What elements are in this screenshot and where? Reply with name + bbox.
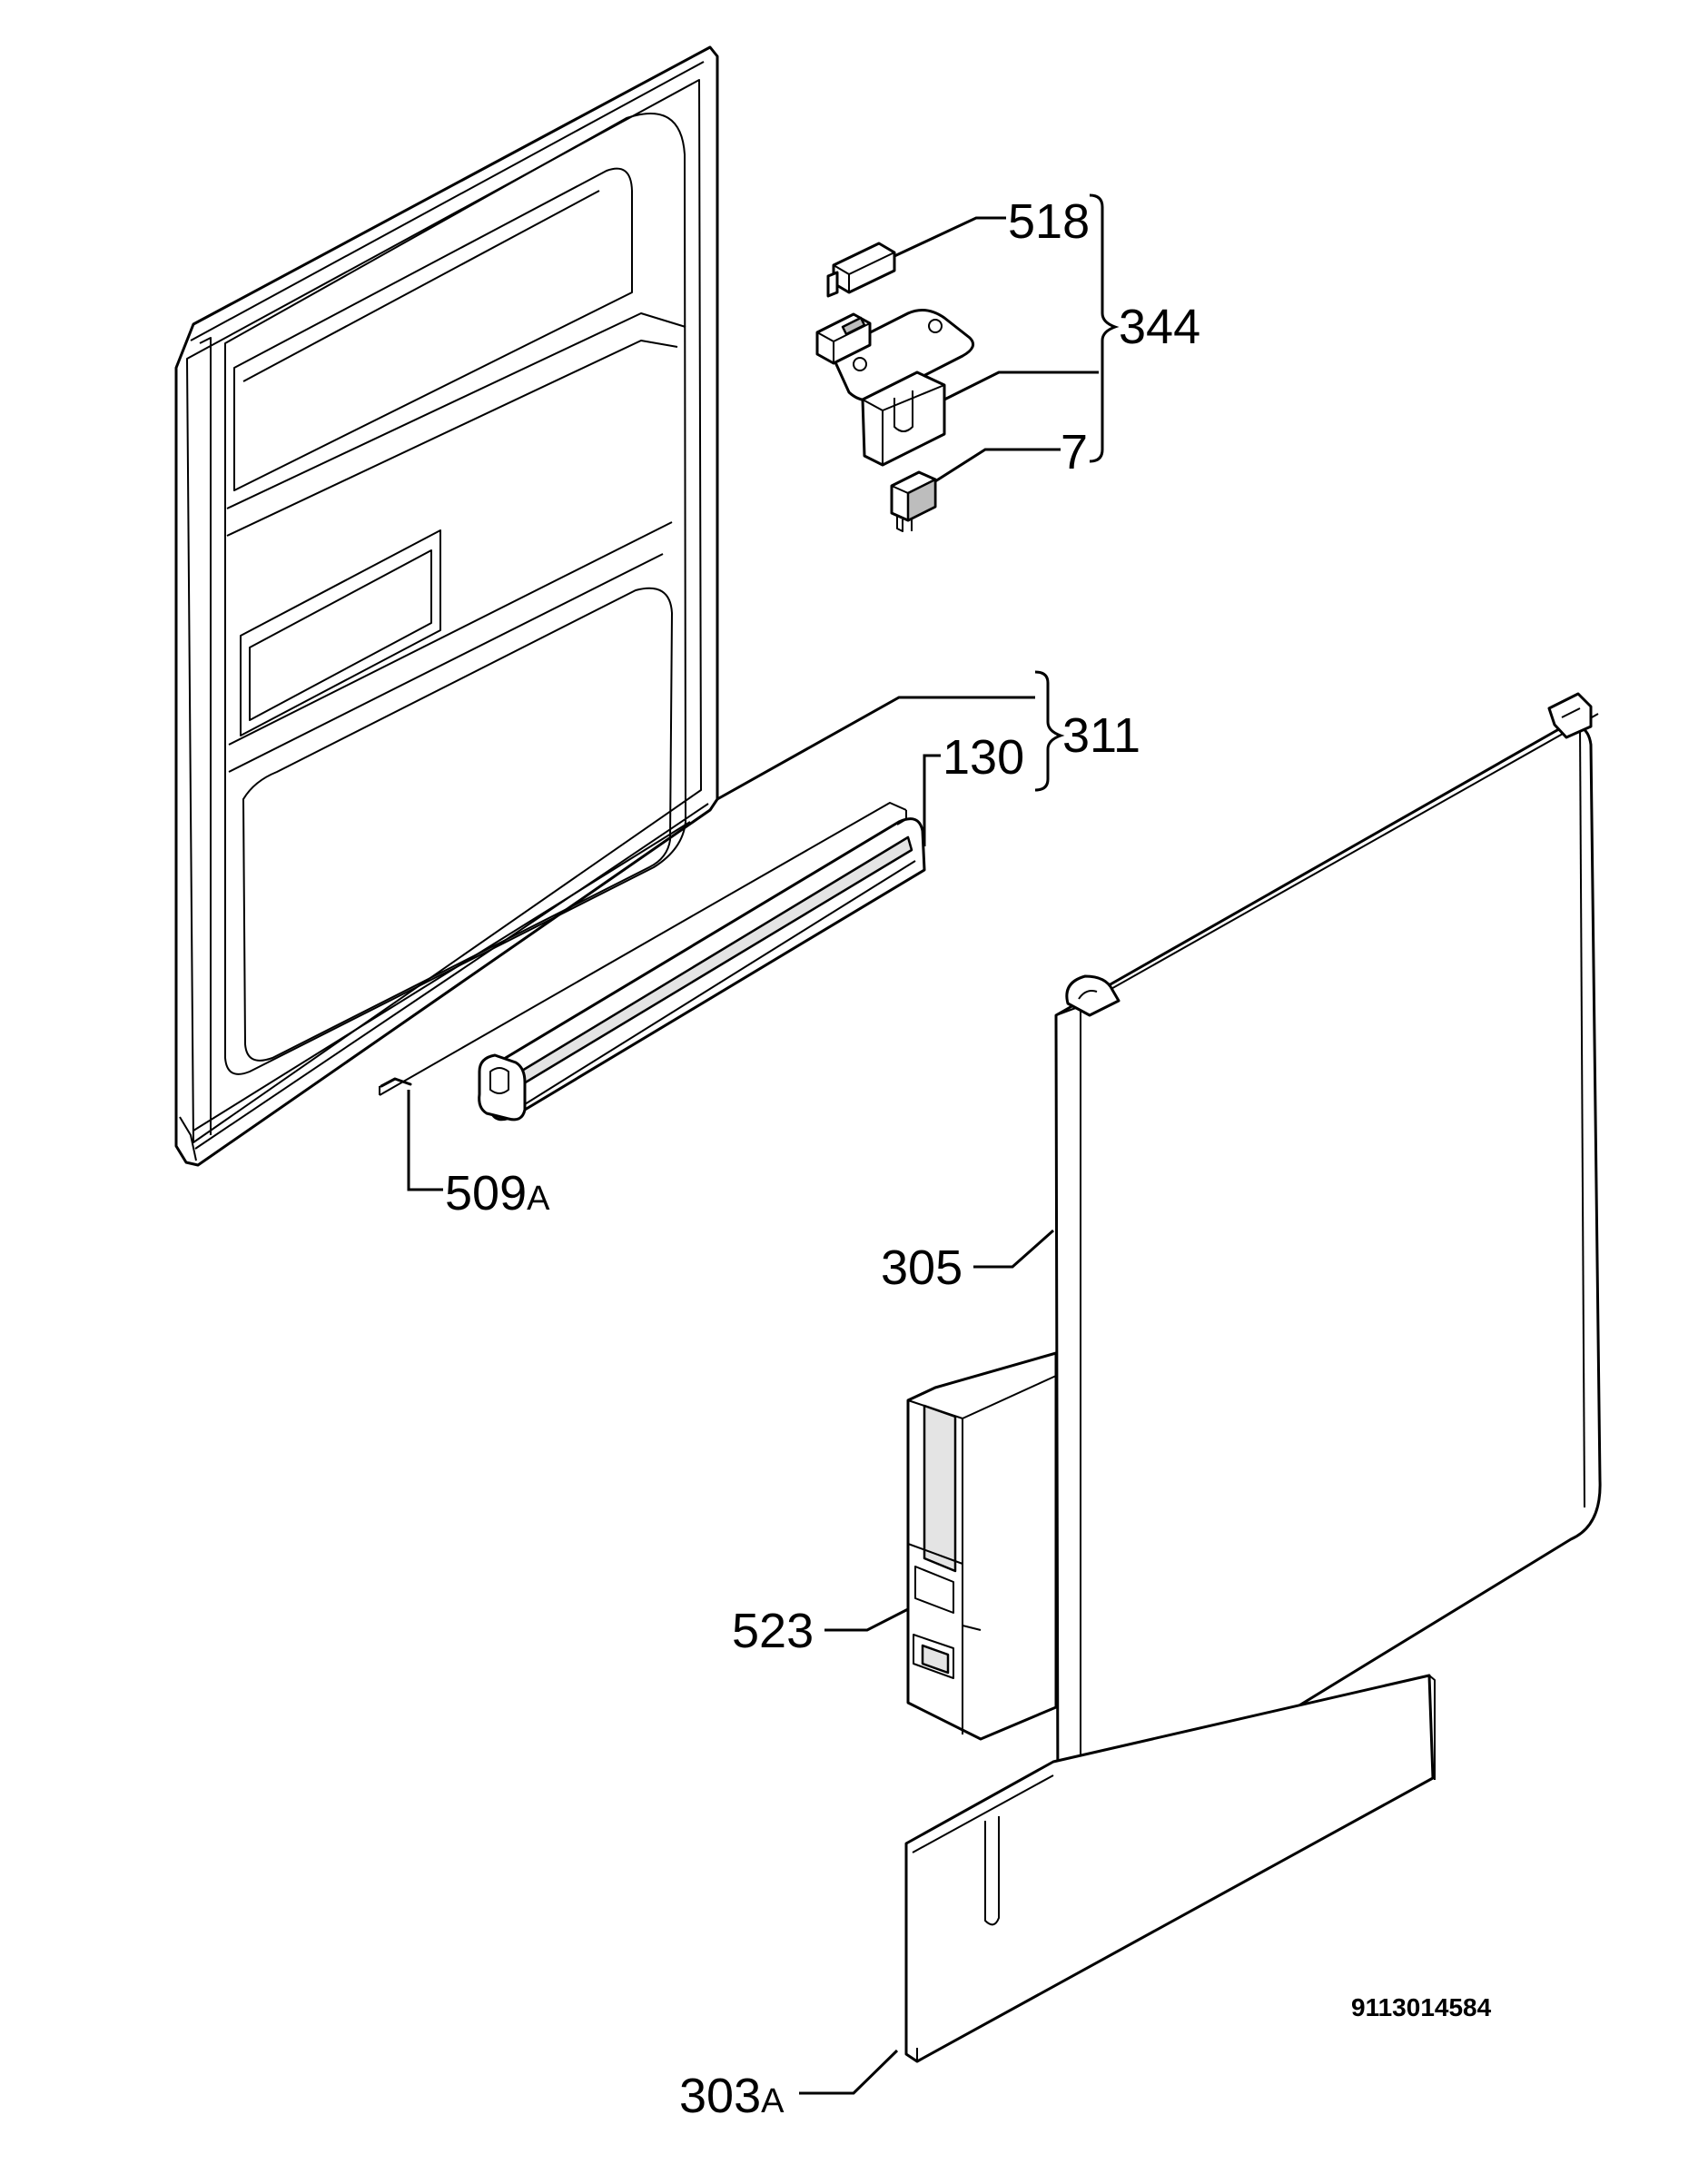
- callout-344: 344: [1119, 300, 1200, 354]
- door-lock-assembly: [815, 308, 975, 467]
- callout-303a-number: 303: [679, 2069, 761, 2123]
- inner-door-panel: [174, 45, 719, 1167]
- callout-labels: 518 344 7 311 130 509A 305 523 303A 9113…: [445, 194, 1492, 2123]
- outer-door-panel-305: [1054, 692, 1602, 1841]
- lock-cover-518: [826, 242, 896, 298]
- callout-518: 518: [1008, 194, 1090, 249]
- callout-303a: 303A: [679, 2069, 785, 2123]
- callout-303a-suffix: A: [761, 2082, 785, 2120]
- microswitch-7: [890, 470, 937, 532]
- leader-lines: [407, 193, 1120, 2095]
- kick-plate-303a: [904, 1674, 1436, 2063]
- callout-509a-number: 509: [445, 1166, 527, 1220]
- callout-130: 130: [943, 730, 1024, 785]
- callout-305: 305: [881, 1240, 963, 1295]
- seal-clip-509a: [379, 802, 907, 1096]
- control-panel-523: [906, 1351, 1058, 1741]
- callout-311: 311: [1062, 708, 1140, 763]
- callout-7: 7: [1061, 425, 1088, 479]
- drawing-number: 9113014584: [1351, 1993, 1492, 2021]
- callout-523: 523: [732, 1604, 814, 1658]
- door-seal-130: [478, 817, 926, 1122]
- callout-509a: 509A: [445, 1166, 550, 1220]
- callout-509a-suffix: A: [527, 1180, 550, 1218]
